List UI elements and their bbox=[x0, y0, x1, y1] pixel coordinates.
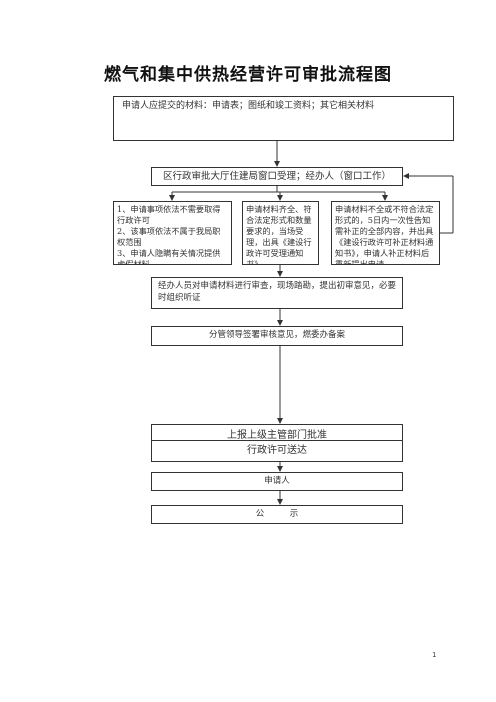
materials-box: 申请人应提交的材料：申请表；图纸和竣工资料；其它相关材料 bbox=[113, 96, 454, 141]
reject-box: 1、申请事项依法不需要取得行政许可 2、该事项依法不属于我局职权范围 3、申请人… bbox=[113, 201, 232, 265]
leader-sign-box: 分管领导签署审核意见，燃委办备案 bbox=[151, 326, 403, 346]
page-number: 1 bbox=[432, 651, 437, 659]
permit-delivery-box: 行政许可送达 bbox=[151, 440, 403, 462]
public-notice-box: 公 示 bbox=[151, 505, 403, 524]
applicant-box: 申请人 bbox=[151, 472, 403, 491]
page-title: 燃气和集中供热经营许可审批流程图 bbox=[104, 65, 392, 85]
supplement-box: 申请材料不全或不符合法定形式的，5日内一次性告知需补正的全部内容，并出具《建设行… bbox=[331, 201, 440, 265]
window-acceptance-box: 区行政审批大厅住建局窗口受理；经办人（窗口工作） bbox=[151, 167, 403, 186]
review-box: 经办人员对申请材料进行审查，现场踏勘，提出初审意见，必要时组织听证 bbox=[151, 277, 403, 309]
accept-box: 申请材料齐全、符合法定形式和数量要求的，当场受理，出具《建设行政许可受理通知书》 bbox=[242, 201, 319, 265]
